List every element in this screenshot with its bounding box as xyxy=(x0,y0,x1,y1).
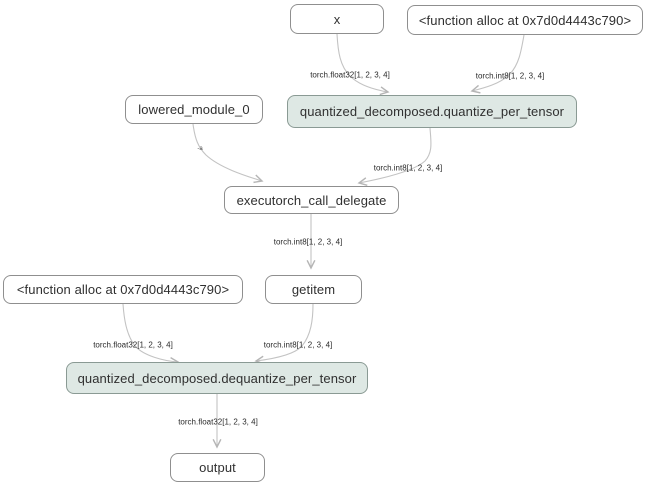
edge-label-x-to-quantize: torch.float32[1, 2, 3, 4] xyxy=(310,70,390,80)
edge-getitem-to-dequantize xyxy=(254,303,314,365)
edge-alloc-left-to-dequantize xyxy=(122,303,180,366)
node-function-alloc-top[interactable]: <function alloc at 0x7d0d4443c790> xyxy=(407,5,643,35)
node-function-alloc-left[interactable]: <function alloc at 0x7d0d4443c790> xyxy=(3,275,243,304)
node-output[interactable]: output xyxy=(170,453,265,482)
edge-quantize-to-delegate xyxy=(357,127,432,187)
edge-label-alloc-top-to-quantize: torch.int8[1, 2, 3, 4] xyxy=(475,71,545,81)
node-x[interactable]: x xyxy=(290,4,384,34)
edge-alloc-top-to-quantize xyxy=(470,34,525,94)
edge-label-quantize-to-delegate: torch.int8[1, 2, 3, 4] xyxy=(373,163,443,173)
node-dequantize-per-tensor[interactable]: quantized_decomposed.dequantize_per_tens… xyxy=(66,362,368,394)
node-lowered-module-0[interactable]: lowered_module_0 xyxy=(125,95,263,124)
edge-lowered-to-delegate xyxy=(192,123,264,184)
edge-label-dequantize-to-output: torch.float32[1, 2, 3, 4] xyxy=(178,417,258,427)
node-getitem[interactable]: getitem xyxy=(265,275,362,304)
edge-label-alloc-left-to-dequantize: torch.float32[1, 2, 3, 4] xyxy=(93,340,173,350)
edge-label-getitem-to-dequantize: torch.int8[1, 2, 3, 4] xyxy=(263,340,333,350)
node-executorch-call-delegate[interactable]: executorch_call_delegate xyxy=(224,186,399,214)
edge-label-lowered-to-delegate: -a xyxy=(197,146,203,152)
edge-label-delegate-to-getitem: torch.int8[1, 2, 3, 4] xyxy=(273,237,343,247)
edge-x-to-quantize xyxy=(336,33,390,96)
node-quantize-per-tensor[interactable]: quantized_decomposed.quantize_per_tensor xyxy=(287,95,577,128)
